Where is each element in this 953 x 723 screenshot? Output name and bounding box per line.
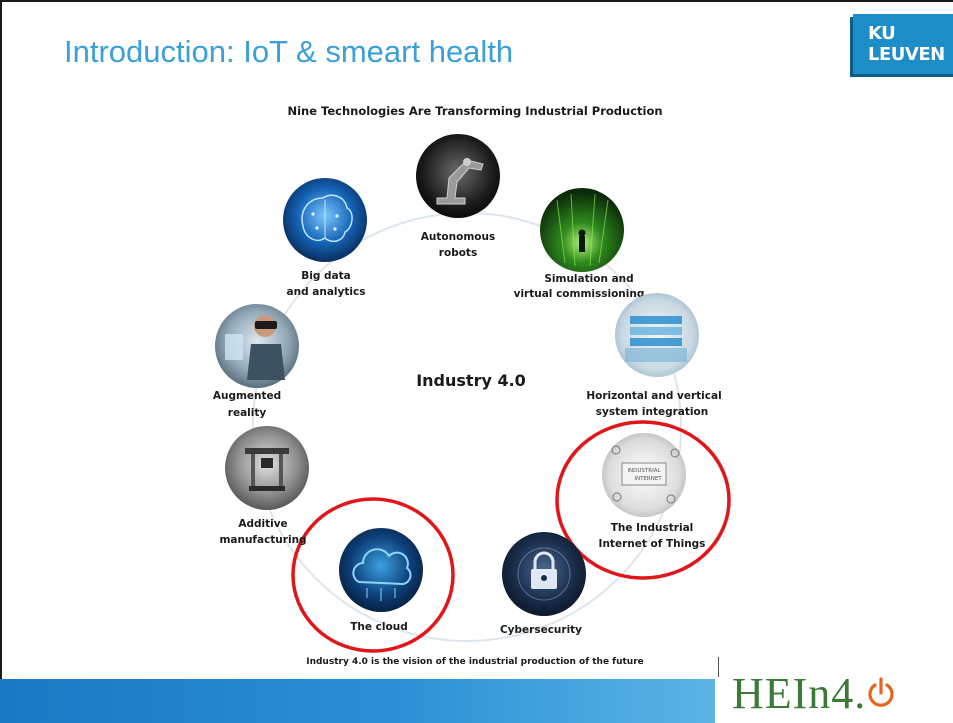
ku-leuven-logo-text: KU LEUVEN (868, 23, 945, 65)
tech-label-line2: system integration (596, 406, 708, 418)
tech-cybersecurity: Cybersecurity (500, 532, 586, 636)
tech-label-line1: Additive (238, 518, 287, 530)
svg-text:INTERNET: INTERNET (634, 476, 662, 482)
tech-label-line1: The Industrial (611, 522, 694, 534)
tech-label-line2: manufacturing (219, 534, 306, 546)
tech-label-line2: reality (228, 407, 267, 419)
tech-label-line2: virtual commissioning (514, 288, 645, 300)
ku-leuven-logo: KU LEUVEN (853, 14, 953, 74)
industry-4-diagram: Nine Technologies Are Transforming Indus… (213, 104, 731, 667)
tech-industrial-iot: INDUSTRIAL INTERNET The Industrial Inter… (555, 420, 731, 580)
tech-augmented-reality: Augmented reality (213, 304, 299, 419)
tech-cloud: The cloud (291, 497, 455, 653)
slide-title: Introduction: IoT & smeart health (64, 34, 514, 69)
tech-simulation: Simulation and virtual commissioning (514, 188, 645, 300)
tech-label-line1: The cloud (350, 621, 407, 633)
footer-divider (718, 657, 719, 677)
footer-band (0, 679, 715, 723)
tech-label-line1: Horizontal and vertical (586, 390, 721, 402)
hein4-logo: HEIn4. (732, 672, 896, 716)
tech-autonomous-robots: Autonomous robots (416, 134, 500, 259)
tech-label-line2: and analytics (287, 286, 366, 298)
highlight-ring-cloud (291, 497, 455, 653)
tech-system-integration: Horizontal and vertical system integrati… (586, 293, 722, 418)
highlight-ring-iot (555, 420, 731, 580)
tech-big-data: Big data and analytics (283, 178, 367, 298)
svg-text:INDUSTRIAL: INDUSTRIAL (627, 468, 661, 474)
tech-label-line1: Cybersecurity (500, 624, 582, 636)
hein4-logo-text: HEIn4. (732, 669, 867, 718)
tech-label-line1: Simulation and (544, 273, 633, 285)
tech-label-line1: Autonomous (421, 231, 495, 243)
tech-label-line2: robots (439, 247, 477, 259)
diagram-heading: Nine Technologies Are Transforming Indus… (287, 104, 662, 118)
tech-additive-manufacturing: Additive manufacturing (219, 426, 309, 546)
tech-label-line2: Internet of Things (599, 538, 706, 550)
cloud-icon (339, 528, 423, 612)
tech-label-line1: Big data (301, 270, 350, 282)
center-label: Industry 4.0 (416, 371, 526, 390)
tech-label-line1: Augmented (213, 390, 281, 402)
power-icon (868, 677, 894, 707)
diagram-caption: Industry 4.0 is the vision of the indust… (306, 657, 644, 667)
